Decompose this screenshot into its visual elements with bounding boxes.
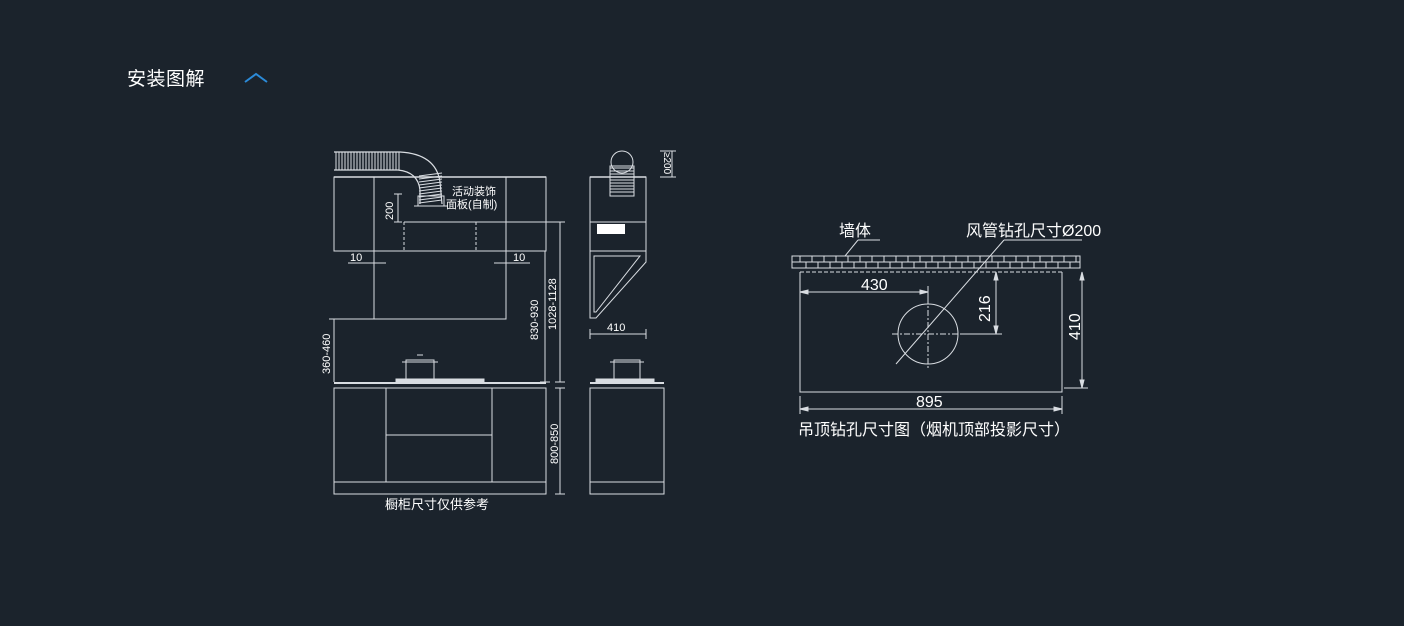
dim-ge200-label: ≥200 xyxy=(661,152,672,175)
cabinet-caption: 橱柜尺寸仅供参考 xyxy=(385,497,489,512)
ceiling-drilling-drawing xyxy=(791,239,1088,414)
side-dim-410-label: 410 xyxy=(607,322,625,334)
flexible-duct xyxy=(334,151,448,207)
dim-430-label: 430 xyxy=(861,277,888,294)
lower-cabinet xyxy=(333,387,547,495)
dim-200-label: 200 xyxy=(384,202,396,220)
section-header: 安装图解 xyxy=(127,64,268,91)
dim-10-right-label: 10 xyxy=(513,252,525,264)
panel-label-line1: 活动装饰 xyxy=(452,184,496,198)
front-view-drawing xyxy=(329,151,565,495)
side-view-drawing xyxy=(589,150,676,495)
dim-1028-1128-label: 1028-1128 xyxy=(547,278,559,330)
ceiling-caption: 吊顶钻孔尺寸图（烟机顶部投影尺寸） xyxy=(798,421,1070,439)
collapse-toggle[interactable] xyxy=(242,67,270,89)
dim-800-850-label: 800-850 xyxy=(549,424,561,464)
dim-10-left-label: 10 xyxy=(350,252,362,264)
dim-895-label: 895 xyxy=(916,394,943,411)
dim-410-label: 410 xyxy=(1067,313,1084,340)
hole-size-label: 风管钻孔尺寸Ø200 xyxy=(966,222,1101,240)
wall-label: 墙体 xyxy=(839,222,871,240)
panel-label-line2: 面板(自制) xyxy=(446,197,497,211)
dim-216-label: 216 xyxy=(977,295,994,322)
range-hood-body xyxy=(373,250,507,320)
chevron-up-icon xyxy=(244,72,268,83)
pot-icon xyxy=(405,359,435,380)
dim-360-460-label: 360-460 xyxy=(321,334,333,374)
section-title: 安装图解 xyxy=(127,68,206,90)
dim-830-930-label: 830-930 xyxy=(529,300,541,340)
